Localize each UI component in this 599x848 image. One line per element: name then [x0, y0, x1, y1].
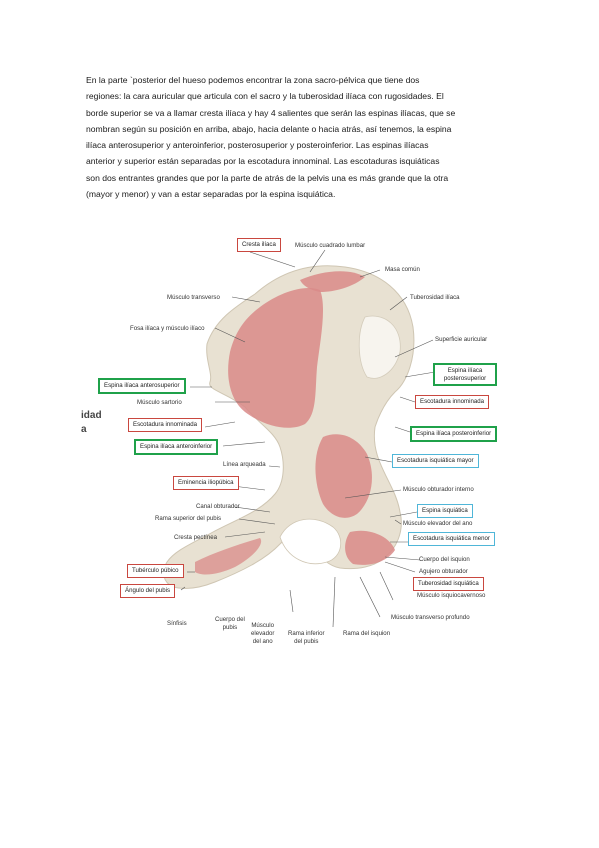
- label-musculo-elevador-ano-right: Músculo elevador del ano: [403, 520, 473, 527]
- label-tuberosidad-isquiatica: Tuberosidad isquiática: [413, 577, 484, 591]
- label-sinfisis: Sínfisis: [167, 620, 187, 627]
- paragraph-line: nombran según su posición en arriba, aba…: [86, 123, 452, 134]
- label-cuerpo-isquion: Cuerpo del isquion: [419, 556, 470, 563]
- label-tuberosidad-iliaca: Tuberosidad ilíaca: [410, 294, 460, 301]
- cropped-text-fragment: a: [81, 424, 87, 435]
- obturator-muscle: [315, 434, 372, 518]
- label-cuerpo-pubis: Cuerpo del pubis: [215, 616, 245, 631]
- label-musculo-elevador-ano-bottom: Músculo elevador del ano: [251, 622, 275, 645]
- label-rama-isquion: Rama del isquion: [343, 630, 391, 637]
- label-escotadura-innominada-right: Escotadura innominada: [415, 395, 490, 409]
- label-escotadura-menor: Escotadura isquiática menor: [408, 532, 495, 546]
- label-musculo-obturador-interno: Músculo obturador interno: [403, 486, 474, 493]
- label-eminencia-iliopubica: Eminencia iliopúbica: [173, 476, 239, 490]
- paragraph-line: ilíaca anterosuperior y anteroinferior, …: [86, 140, 429, 151]
- cropped-text-fragment: idad: [81, 410, 102, 421]
- label-musculo-cuadrado-lumbar: Músculo cuadrado lumbar: [295, 242, 366, 249]
- label-rama-inferior-pubis: Rama inferior del pubis: [288, 630, 325, 645]
- paragraph-line: son dos entrantes grandes que por la par…: [86, 172, 449, 183]
- label-espina-posterosuperior-text: Espina ilíaca posterosuperior: [443, 367, 487, 382]
- label-tuberculo-pubico: Tubérculo púbico: [127, 564, 184, 578]
- label-musculo-isquiocavernoso: Músculo isquiocavernoso: [417, 592, 486, 599]
- label-espina-anteroinferior: Espina ilíaca anteroinferior: [134, 439, 219, 455]
- pubis-muscle: [195, 538, 262, 575]
- paragraph-line: En la parte `posterior del hueso podemos…: [86, 75, 420, 85]
- body-paragraph: En la parte `posterior del hueso podemos…: [86, 72, 518, 202]
- hip-bone-figure: Cresta ilíaca Músculo cuadrado lumbar Ma…: [95, 232, 505, 652]
- lower-muscle: [345, 530, 395, 565]
- paragraph-line: (mayor y menor) y van a estar separadas …: [86, 189, 336, 200]
- label-cresta-pectinea: Cresta pectínea: [174, 534, 218, 541]
- label-musculo-transverso: Músculo transverso: [167, 294, 220, 301]
- label-linea-arqueada: Línea arqueada: [223, 461, 266, 468]
- label-canal-obturador: Canal obturador: [196, 503, 240, 510]
- label-escotadura-mayor: Escotadura isquiática mayor: [392, 454, 479, 468]
- paragraph-line: regiones: la cara auricular que articula…: [86, 91, 444, 102]
- label-musculo-sartorio: Músculo sartorio: [137, 399, 182, 406]
- label-escotadura-innominada-left: Escotadura innominada: [128, 418, 203, 432]
- label-espina-posterosuperior: Espina ilíaca posterosuperior: [433, 363, 497, 386]
- label-espina-posteroinferior: Espina ilíaca posteroinferior: [410, 426, 498, 442]
- obturator-foramen: [279, 518, 341, 565]
- paragraph-line: anterior y superior están separadas por …: [86, 156, 440, 167]
- label-rama-superior-pubis: Rama superior del pubis: [155, 515, 222, 522]
- label-espina-anterosuperior: Espina ilíaca anterosuperior: [98, 378, 186, 394]
- label-masa-comun: Masa común: [385, 266, 420, 273]
- label-fosa-iliaca: Fosa ilíaca y músculo ilíaco: [130, 325, 205, 332]
- label-cresta-iliaca: Cresta ilíaca: [237, 238, 281, 252]
- hip-bone-illustration: [163, 249, 436, 628]
- iliac-fossa-muscle: [228, 287, 324, 428]
- label-agujero-obturador: Agujero obturador: [419, 568, 468, 575]
- label-musculo-transverso-profundo: Músculo transverso profundo: [391, 614, 470, 621]
- auricular-surface: [358, 315, 401, 379]
- label-angulo-pubis: Ángulo del pubis: [120, 584, 176, 598]
- label-superficie-auricular: Superficie auricular: [435, 336, 488, 343]
- paragraph-line: borde superior se va a llamar cresta ilí…: [86, 107, 456, 118]
- iliac-crest-muscle: [300, 271, 365, 292]
- label-espina-isquiatica: Espina isquiática: [417, 504, 473, 518]
